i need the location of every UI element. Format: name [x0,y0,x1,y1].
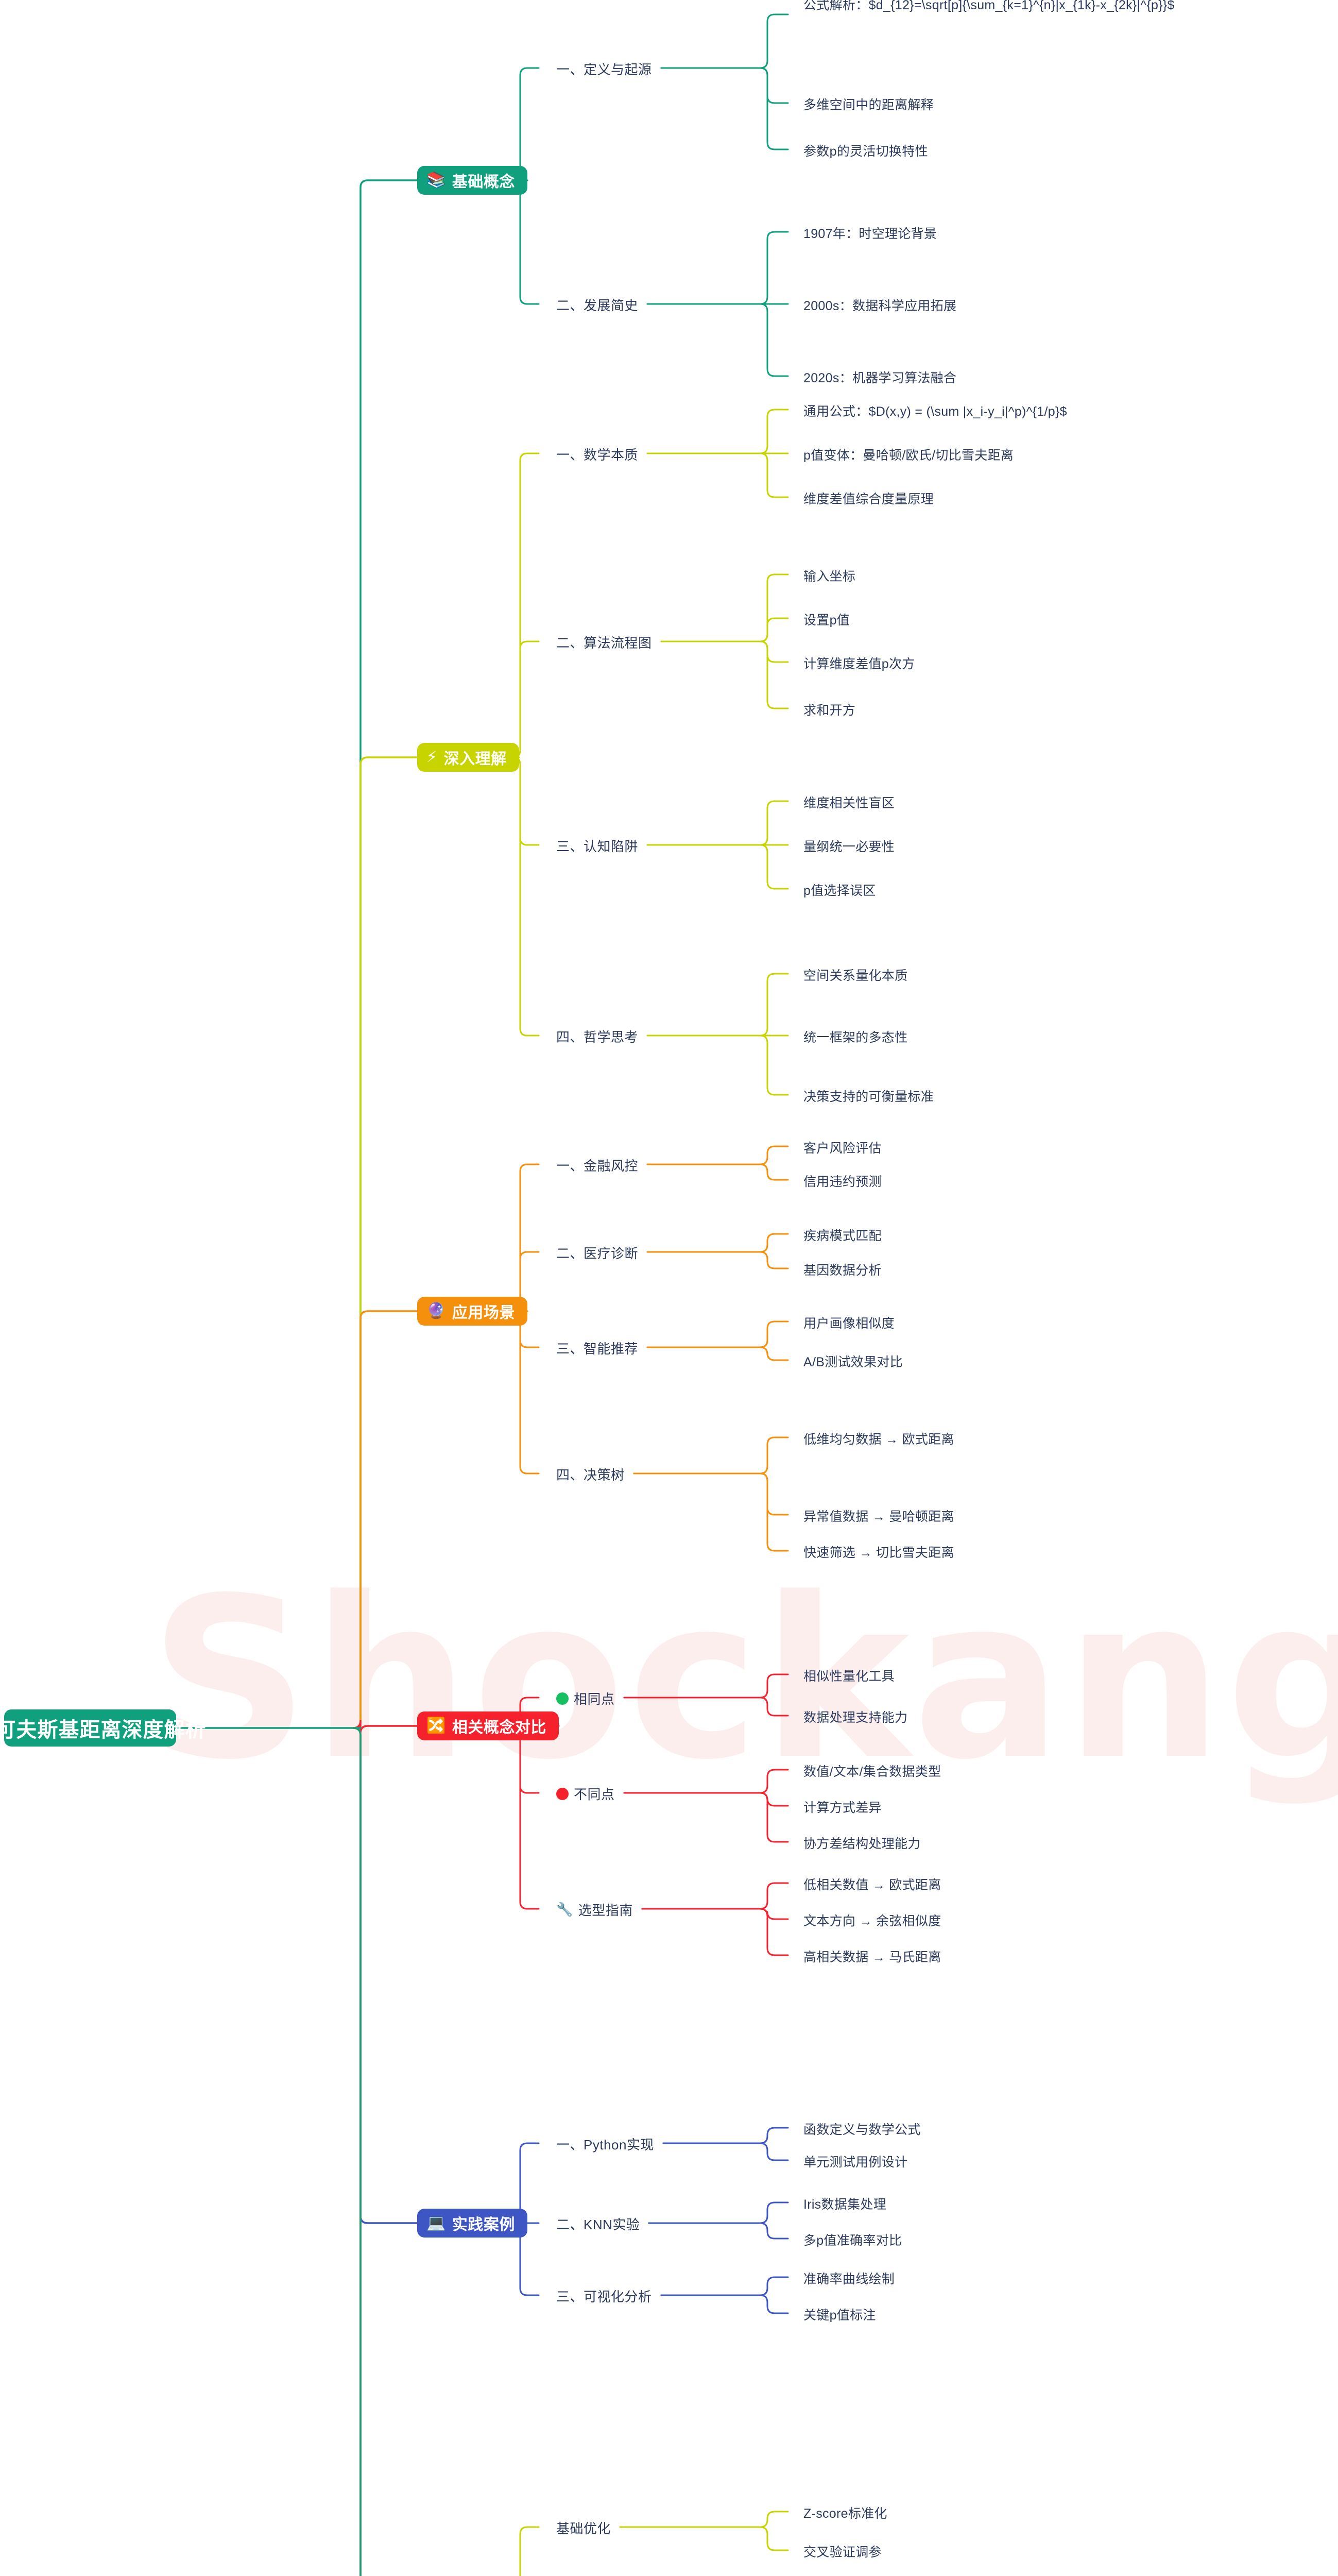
branch-label: 基础概念 [452,174,515,191]
subbranch-label: 基础优化 [556,2521,611,2536]
leaf-node[interactable]: 统一框架的多态性 [803,1030,908,1045]
leaf-node[interactable]: 基因数据分析 [803,1263,882,1278]
subbranch-node[interactable]: 一、Python实现 [556,2134,654,2154]
branch-label: 实践案例 [452,2216,515,2233]
leaf-node[interactable]: 输入坐标 [803,569,856,584]
leaf-node[interactable]: 异常值数据 → 曼哈顿距离 [803,1510,954,1524]
subbranch-node[interactable]: 一、数学本质 [556,445,638,464]
leaf-node[interactable]: 交叉验证调参 [803,2545,882,2560]
leaf-node[interactable]: Z-score标准化 [803,2506,887,2521]
leaf-node[interactable]: 低维均匀数据 → 欧式距离 [803,1432,954,1447]
red-dot-icon [556,1787,569,1800]
leaf-node[interactable]: 单元测试用例设计 [803,2155,908,2170]
subbranch-label: 一、金融风控 [556,1158,639,1174]
subbranch-node[interactable]: 二、发展简史 [556,295,638,314]
subbranch-label: 一、Python实现 [556,2137,654,2153]
subbranch-label: 一、定义与起源 [556,62,652,77]
subbranch-label: 选型指南 [578,1903,633,1918]
leaf-node[interactable]: 关键p值标注 [803,2308,876,2323]
subbranch-label: 三、认知陷阱 [556,839,639,854]
leaf-node[interactable]: 2000s：数据科学应用拓展 [803,299,957,313]
subbranch-node[interactable]: 🔧 选型指南 [556,1900,633,1919]
leaf-node[interactable]: 信用违约预测 [803,1175,882,1189]
branch-node-practice[interactable]: 💻 实践案例 [417,2209,527,2238]
subbranch-label: 二、发展简史 [556,298,639,313]
leaf-node[interactable]: 维度相关性盲区 [803,796,895,810]
subbranch-label: 一、数学本质 [556,447,639,463]
subbranch-node[interactable]: 基础优化 [556,2518,611,2537]
subbranch-label: 二、KNN实验 [556,2217,640,2232]
leaf-node[interactable]: Iris数据集处理 [803,2197,887,2212]
branch-node-deep[interactable]: ⚡ 深入理解 [417,743,519,772]
leaf-node[interactable]: 量纲统一必要性 [803,840,895,854]
subbranch-label: 三、可视化分析 [556,2289,652,2304]
branch-label: 相关概念对比 [452,1719,546,1736]
laptop-icon: 💻 [426,2214,446,2231]
leaf-node[interactable]: 用户画像相似度 [803,1316,895,1331]
leaf-node[interactable]: 疾病模式匹配 [803,1229,882,1243]
subbranch-label: 二、医疗诊断 [556,1246,639,1261]
leaf-node[interactable]: 客户风险评估 [803,1141,882,1156]
leaf-node[interactable]: 计算方式差异 [803,1801,882,1815]
leaf-node[interactable]: 维度差值综合度量原理 [803,492,934,506]
branch-label: 应用场景 [452,1304,515,1321]
leaf-node[interactable]: 低相关数值 → 欧式距离 [803,1878,941,1892]
leaf-node[interactable]: 协方差结构处理能力 [803,1837,921,1851]
leaf-node[interactable]: 空间关系量化本质 [803,969,908,983]
leaf-node[interactable]: 文本方向 → 余弦相似度 [803,1914,941,1928]
leaf-node[interactable]: 设置p值 [803,613,850,628]
wrench-icon: 🔧 [556,1902,573,1917]
leaf-node[interactable]: p值选择误区 [803,884,876,898]
subbranch-node[interactable]: 四、哲学思考 [556,1027,638,1046]
subbranch-node[interactable]: 三、智能推荐 [556,1338,638,1358]
shuffle-icon: 🔀 [426,1717,446,1734]
subbranch-node[interactable]: 一、定义与起源 [556,59,652,78]
leaf-node[interactable]: 计算维度差值p次方 [803,657,915,671]
subbranch-label: 二、算法流程图 [556,635,652,651]
leaf-node[interactable]: 快速筛选 → 切比雪夫距离 [803,1546,954,1560]
subbranch-node[interactable]: 三、认知陷阱 [556,836,638,855]
root-node[interactable]: 闵可夫斯基距离深度解析 [0,1709,206,1747]
root-label: 闵可夫斯基距离深度解析 [0,1719,207,1741]
subbranch-node[interactable]: 二、医疗诊断 [556,1243,638,1262]
subbranch-node[interactable]: 二、算法流程图 [556,633,652,652]
leaf-node[interactable]: 2020s：机器学习算法融合 [803,371,957,385]
subbranch-node[interactable]: 不同点 [556,1784,615,1803]
crystal-ball-icon: 🔮 [426,1302,446,1319]
subbranch-label: 四、哲学思考 [556,1029,639,1045]
subbranch-node[interactable]: 二、KNN实验 [556,2214,640,2233]
leaf-node[interactable]: 决策支持的可衡量标准 [803,1090,934,1104]
branch-node-compare[interactable]: 🔀 相关概念对比 [417,1711,559,1740]
books-icon: 📚 [426,172,446,189]
branch-node-basic[interactable]: 📚 基础概念 [417,166,527,195]
subbranch-node[interactable]: 四、决策树 [556,1465,625,1484]
subbranch-label: 三、智能推荐 [556,1341,639,1357]
branch-label: 深入理解 [443,751,507,768]
subbranch-label: 不同点 [574,1787,615,1802]
leaf-node[interactable]: 参数p的灵活切换特性 [803,144,928,159]
leaf-node[interactable]: 公式解析：$d_{12}=\sqrt[p]{\sum_{k=1}^{n}|x_{… [803,0,1175,12]
leaf-node[interactable]: 多维空间中的距离解释 [803,98,934,112]
green-dot-icon [556,1692,569,1705]
leaf-node[interactable]: 求和开方 [803,703,856,718]
leaf-node[interactable]: p值变体：曼哈顿/欧氏/切比雪夫距离 [803,448,1014,463]
leaf-node[interactable]: 数值/文本/集合数据类型 [803,1765,941,1779]
subbranch-node[interactable]: 三、可视化分析 [556,2286,652,2306]
leaf-node[interactable]: 数据处理支持能力 [803,1710,908,1725]
lightning-icon: ⚡ [426,749,438,766]
leaf-node[interactable]: 1907年：时空理论背景 [803,227,937,241]
subbranch-label: 四、决策树 [556,1467,625,1483]
leaf-node[interactable]: 通用公式：$D(x,y) = (\sum |x_i-y_i|^p)^{1/p}$ [803,404,1067,419]
leaf-node[interactable]: 相似性量化工具 [803,1669,895,1684]
leaf-node[interactable]: 高相关数据 → 马氏距离 [803,1950,941,1964]
leaf-node[interactable]: A/B测试效果对比 [803,1355,903,1369]
leaf-node[interactable]: 准确率曲线绘制 [803,2272,895,2286]
subbranch-node[interactable]: 一、金融风控 [556,1156,638,1175]
branch-node-apply[interactable]: 🔮 应用场景 [417,1297,527,1326]
leaf-node[interactable]: 函数定义与数学公式 [803,2123,921,2137]
subbranch-node[interactable]: 相同点 [556,1689,615,1708]
subbranch-label: 相同点 [574,1691,615,1707]
leaf-node[interactable]: 多p值准确率对比 [803,2233,902,2248]
